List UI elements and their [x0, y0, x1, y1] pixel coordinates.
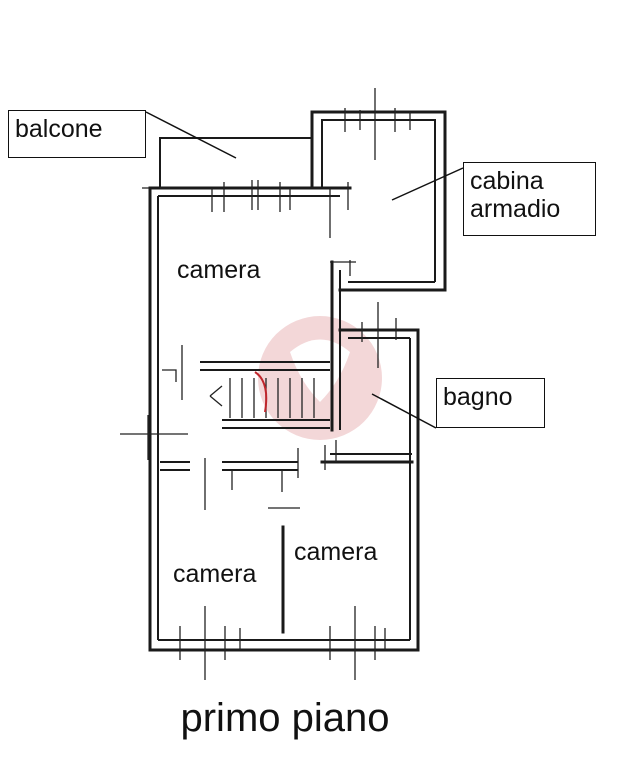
- watermark-logo: [258, 316, 382, 440]
- callout-bagno-text: bagno: [443, 383, 513, 411]
- callout-balcone: balcone: [8, 110, 146, 158]
- staircase: [200, 361, 330, 429]
- floor-title: primo piano: [180, 696, 390, 740]
- callout-cabina-line1: cabina: [470, 167, 544, 195]
- room-label-camera-bottom-left: camera: [173, 560, 257, 588]
- callout-leaders: [145, 111, 464, 429]
- callout-cabina-line2: armadio: [470, 195, 561, 223]
- outer-walls: [148, 110, 447, 652]
- room-label-camera-top: camera: [177, 256, 261, 284]
- callout-balcone-text: balcone: [15, 115, 103, 143]
- room-label-camera-bottom-right: camera: [294, 538, 378, 566]
- callout-bagno: bagno: [436, 378, 545, 428]
- callout-cabina-armadio: cabina armadio: [463, 162, 596, 236]
- window-marks: [120, 88, 411, 680]
